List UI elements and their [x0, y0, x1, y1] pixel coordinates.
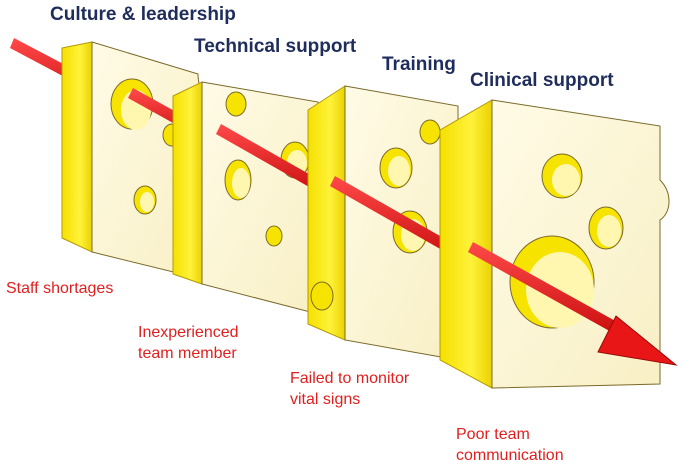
cheese-slice-training — [307, 85, 459, 361]
failure-label-staff-shortages: Staff shortages — [6, 278, 113, 299]
failure-label-failed-to-monitor: Failed to monitor vital signs — [290, 368, 409, 410]
risk-arrow-segment — [330, 176, 468, 262]
failure-label-line: Staff shortages — [6, 280, 114, 297]
layer-title-clinical-support: Clinical support — [470, 70, 614, 91]
failure-label-poor-team-communication: Poor team communication — [456, 424, 564, 466]
risk-arrow-head — [468, 242, 678, 366]
failure-label-line: Inexperienced — [138, 324, 239, 341]
failure-label-line: vital signs — [290, 391, 361, 408]
failure-label-line: team member — [138, 345, 237, 362]
risk-arrow-segment — [216, 124, 330, 196]
failure-label-line: Poor team — [456, 426, 530, 443]
layer-title-culture-leadership: Culture & leadership — [50, 4, 236, 25]
failure-label-line: communication — [456, 447, 564, 464]
failure-label-inexperienced-team-member: Inexperienced team member — [138, 322, 239, 364]
layer-title-training: Training — [382, 54, 456, 75]
cheese-slice-technical-support — [172, 81, 326, 315]
layer-title-technical-support: Technical support — [194, 36, 357, 57]
failure-label-line: Failed to monitor — [290, 370, 410, 387]
